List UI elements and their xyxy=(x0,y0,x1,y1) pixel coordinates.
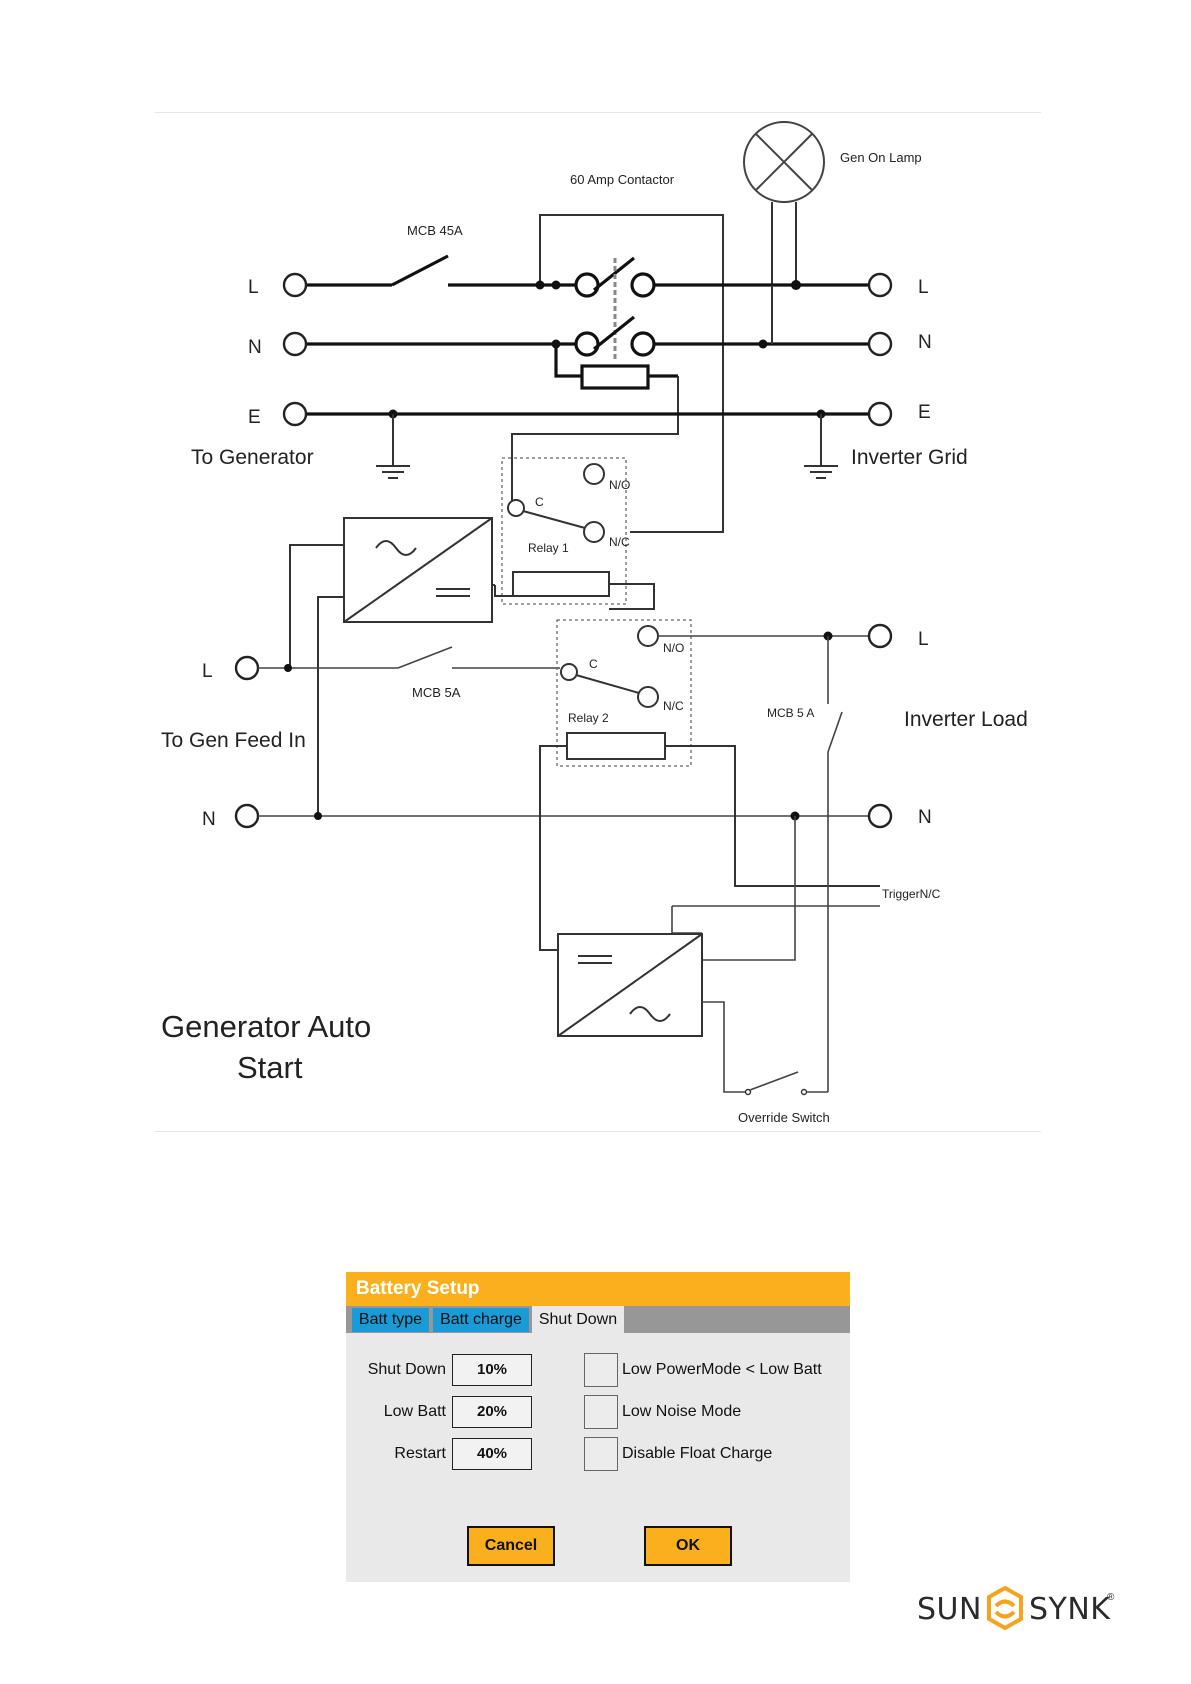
top-divider xyxy=(155,112,1041,113)
diagram-title-line1: Generator Auto xyxy=(161,1009,371,1044)
disable-float-charge-label: Disable Float Charge xyxy=(622,1445,773,1462)
sunsynk-logo: SUN SYNK ® xyxy=(917,1586,1117,1634)
battery-setup-panel: Battery Setup Batt type Batt charge Shut… xyxy=(346,1272,850,1582)
relay2-nc-label: N/C xyxy=(663,699,684,713)
low-noise-mode-label: Low Noise Mode xyxy=(622,1403,742,1420)
shut-down-label: Shut Down xyxy=(367,1361,446,1378)
relay1-label: Relay 1 xyxy=(528,541,569,555)
gen-on-lamp-icon xyxy=(743,121,825,203)
inverter-grid-label: Inverter Grid xyxy=(851,446,968,469)
low-powermode-checkbox[interactable] xyxy=(584,1353,618,1387)
relay2-c-label: C xyxy=(589,657,598,671)
relay1-nc-label: N/C xyxy=(609,535,630,549)
grid-l-label: L xyxy=(918,277,929,298)
mcb5-label: MCB 5A xyxy=(412,685,461,700)
feed-n-label: N xyxy=(202,809,216,830)
tab-shut-down[interactable]: Shut Down xyxy=(532,1306,624,1333)
mcb5a-label: MCB 5 A xyxy=(767,706,814,720)
brand-registered-mark: ® xyxy=(1107,1592,1115,1603)
bottom-divider xyxy=(155,1131,1041,1132)
grid-e-label: E xyxy=(918,402,931,423)
tab-batt-type[interactable]: Batt type xyxy=(352,1308,429,1332)
gen-n-label: N xyxy=(248,337,262,358)
inverter-load-label: Inverter Load xyxy=(904,708,1028,731)
mcb45-label: MCB 45A xyxy=(407,223,463,238)
tab-batt-charge[interactable]: Batt charge xyxy=(433,1308,529,1332)
load-l-label: L xyxy=(918,629,929,650)
relay1-no-label: N/O xyxy=(609,478,630,492)
ground-symbol-icon xyxy=(376,414,410,479)
gen-on-lamp-label: Gen On Lamp xyxy=(840,150,922,165)
diagram-title-line2: Start xyxy=(237,1050,303,1085)
low-noise-mode-checkbox[interactable] xyxy=(584,1395,618,1429)
panel-title: Battery Setup xyxy=(346,1272,850,1306)
to-generator-label: To Generator xyxy=(191,446,314,469)
override-switch-label: Override Switch xyxy=(738,1110,830,1125)
load-n-label: N xyxy=(918,807,932,828)
relay2-label: Relay 2 xyxy=(568,711,609,725)
restart-value[interactable]: 40% xyxy=(452,1438,532,1470)
disable-float-charge-checkbox[interactable] xyxy=(584,1437,618,1471)
ok-button[interactable]: OK xyxy=(644,1526,732,1566)
feed-l-label: L xyxy=(202,661,213,682)
relay2-no-label: N/O xyxy=(663,641,684,655)
brand-left-text: SUN xyxy=(917,1592,982,1627)
gen-e-label: E xyxy=(248,407,261,428)
shut-down-value[interactable]: 10% xyxy=(452,1354,532,1386)
relay1-c-label: C xyxy=(535,495,544,509)
trigger-label: TriggerN/C xyxy=(882,887,941,901)
contactor-label: 60 Amp Contactor xyxy=(570,172,675,187)
low-powermode-label: Low PowerMode < Low Batt xyxy=(622,1361,822,1378)
tab-bar: Batt type Batt charge Shut Down xyxy=(346,1306,850,1333)
restart-label: Restart xyxy=(394,1445,446,1462)
grid-n-label: N xyxy=(918,332,932,353)
gen-l-label: L xyxy=(248,277,259,298)
brand-right-text: SYNK xyxy=(1029,1592,1111,1627)
to-gen-feed-in-label: To Gen Feed In xyxy=(161,729,306,752)
ground-symbol-icon xyxy=(804,414,838,479)
generator-auto-start-diagram: Gen On Lamp 60 Amp Contactor MCB 45A xyxy=(161,121,1028,1125)
cancel-button[interactable]: Cancel xyxy=(467,1526,555,1566)
sunsynk-swirl-icon xyxy=(987,1586,1023,1631)
low-batt-label: Low Batt xyxy=(383,1403,446,1420)
low-batt-value[interactable]: 20% xyxy=(452,1396,532,1428)
